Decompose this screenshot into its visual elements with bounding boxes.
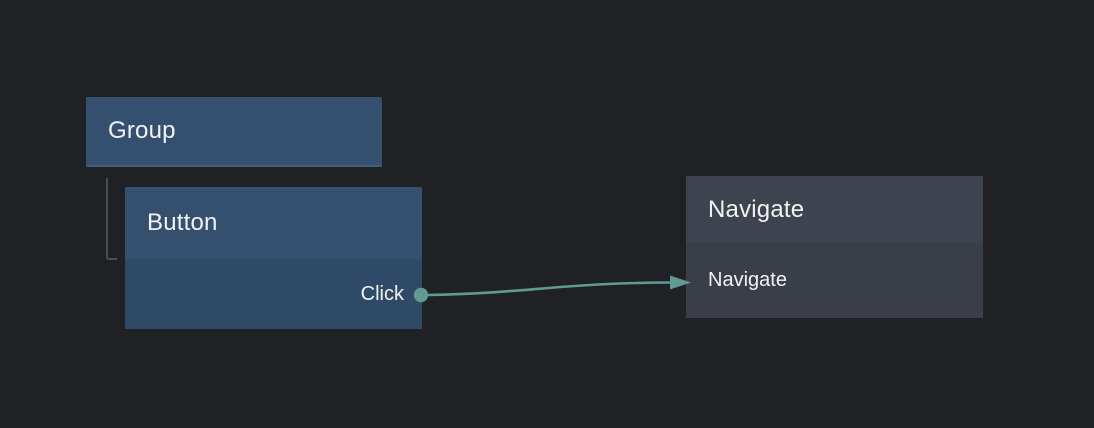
tree-connector-line — [106, 178, 117, 260]
node-button-header[interactable]: Button — [125, 187, 422, 259]
node-group[interactable]: Group — [86, 97, 382, 167]
node-button[interactable]: Button Click — [125, 187, 422, 329]
node-group-title: Group — [108, 117, 176, 144]
node-button-title: Button — [147, 209, 218, 236]
node-button-port-row[interactable]: Click — [125, 259, 422, 329]
node-navigate[interactable]: Navigate Navigate — [686, 176, 983, 318]
node-navigate-title: Navigate — [708, 195, 805, 223]
click-port-label: Click — [360, 282, 404, 305]
node-navigate-action-label: Navigate — [708, 269, 787, 291]
node-navigate-header[interactable]: Navigate — [686, 176, 983, 243]
connection-wire[interactable] — [427, 281, 671, 297]
node-navigate-action-row[interactable]: Navigate — [686, 243, 983, 318]
